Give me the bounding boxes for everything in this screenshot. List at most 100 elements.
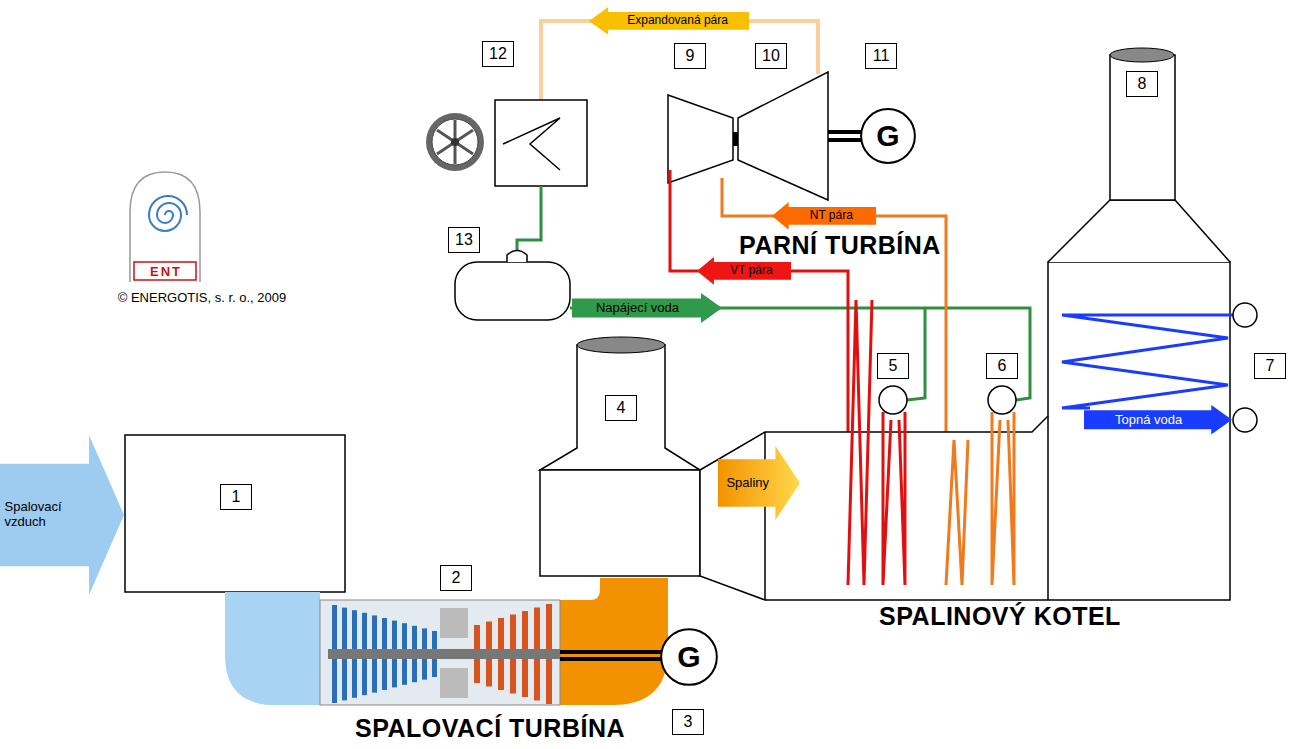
bypass-stack (540, 345, 700, 470)
gas-turbine (392, 659, 397, 687)
gas-turbine (382, 618, 387, 649)
gas-turbine (412, 659, 417, 682)
arrow-body (589, 7, 749, 35)
gas-turbine (332, 605, 337, 649)
heat-recovery-boiler (700, 262, 1230, 600)
steam-drum (879, 386, 907, 414)
lp-coils (992, 412, 1000, 585)
air-inlet-duct (225, 592, 320, 705)
gas-turbine (534, 608, 540, 650)
callout-number: 12 (482, 41, 514, 67)
gas-turbine (412, 626, 417, 649)
feed-water-tank (455, 251, 570, 321)
logo-text: ENT (150, 264, 182, 279)
gas-turbine (422, 659, 427, 680)
air-flow-arrow: Spalovací vzduch (0, 435, 124, 595)
callout-number: 13 (448, 227, 480, 253)
flow-label: Napájecí voda (596, 301, 679, 316)
cooling-fan (426, 113, 484, 171)
lp-coils (946, 440, 968, 585)
generator-circle (661, 629, 717, 685)
gas-turbine (362, 659, 367, 695)
callout-number: 4 (605, 395, 637, 421)
arrow-body (772, 202, 876, 230)
callout-number: 2 (440, 565, 472, 591)
hp-coils (848, 300, 905, 585)
callout-number: 6 (986, 353, 1018, 379)
hp-coils (899, 412, 905, 585)
gas-turbine (352, 659, 357, 698)
bypass-stack (577, 337, 665, 353)
water-flow-arrow: Topná voda (1084, 405, 1232, 435)
callout-number: 3 (672, 709, 704, 735)
gas-turbine (432, 659, 437, 677)
callout-number: 9 (674, 43, 706, 69)
steam-turbine (668, 72, 862, 200)
gas-turbine (498, 659, 504, 690)
air-filter-house (125, 435, 345, 592)
expanded-steam-pipe (541, 21, 818, 100)
callout-number: 10 (755, 43, 787, 69)
hp-coils (848, 300, 872, 585)
callout-number: 1 (220, 484, 252, 510)
gas-turbine (328, 649, 560, 659)
cooling-fan (432, 119, 478, 165)
callout-number: 7 (1254, 353, 1286, 379)
gas-turbine (440, 608, 468, 638)
gas-turbine (332, 659, 337, 703)
gas-turbine (432, 631, 437, 649)
gas-turbine (522, 659, 528, 697)
gas-turbine (320, 600, 560, 705)
gas-turbine (440, 668, 468, 698)
gas-turbine (382, 659, 387, 690)
arrow-body (718, 446, 800, 520)
callout-number: 11 (865, 43, 897, 69)
gas-turbine (474, 659, 480, 683)
heating-water-coil (1233, 408, 1257, 432)
arrow-body (1084, 405, 1232, 435)
gas-turbine (342, 659, 347, 700)
boiler-stack (1048, 48, 1230, 262)
steam-drum (879, 386, 1016, 414)
flow-label: VT pára (730, 264, 772, 278)
generator-circle (861, 109, 915, 163)
steam-turbine (733, 132, 738, 146)
generator-shaft (560, 650, 662, 654)
plant-illustration (1047, 416, 1049, 600)
steam-flow-arrow: NT pára (772, 202, 876, 230)
gas-turbine (372, 615, 377, 649)
steam-turbine (828, 138, 862, 142)
company-logo (130, 172, 200, 282)
condenser (503, 118, 560, 170)
gas-turbine (342, 608, 347, 649)
gas-turbine (510, 659, 516, 694)
feed-water-pipe (517, 186, 541, 254)
gas-turbine (486, 659, 492, 687)
generator-letter: G (876, 119, 899, 154)
gas-turbine (534, 659, 540, 701)
gas-turbine (546, 604, 552, 649)
gas-turbine (522, 611, 528, 649)
generator-letter: G (677, 640, 700, 675)
gas-turbine (402, 659, 407, 685)
gas-turbine (402, 623, 407, 649)
gas-turbine (392, 621, 397, 649)
steam-flow-arrow: VT pára (697, 257, 791, 285)
hp-coils (883, 412, 891, 585)
copyright-note: © ENERGOTIS, s. r. o., 2009 (118, 290, 287, 305)
steam-turbine (828, 130, 862, 134)
lp-coils (1008, 412, 1014, 585)
feed-water-pipe (907, 308, 925, 400)
cooling-fan (451, 138, 459, 146)
bypass-stack (540, 337, 700, 470)
arrow-body (697, 257, 791, 285)
callout-number: 8 (1126, 71, 1158, 97)
gas-turbine (498, 618, 504, 649)
flow-label: NT pára (810, 209, 853, 223)
gas-turbine (474, 625, 480, 649)
condenser (495, 100, 587, 186)
generator-symbol: G (660, 628, 718, 686)
water-flow-arrow: Napájecí voda (572, 293, 722, 323)
heating-water-coil (1233, 303, 1257, 327)
